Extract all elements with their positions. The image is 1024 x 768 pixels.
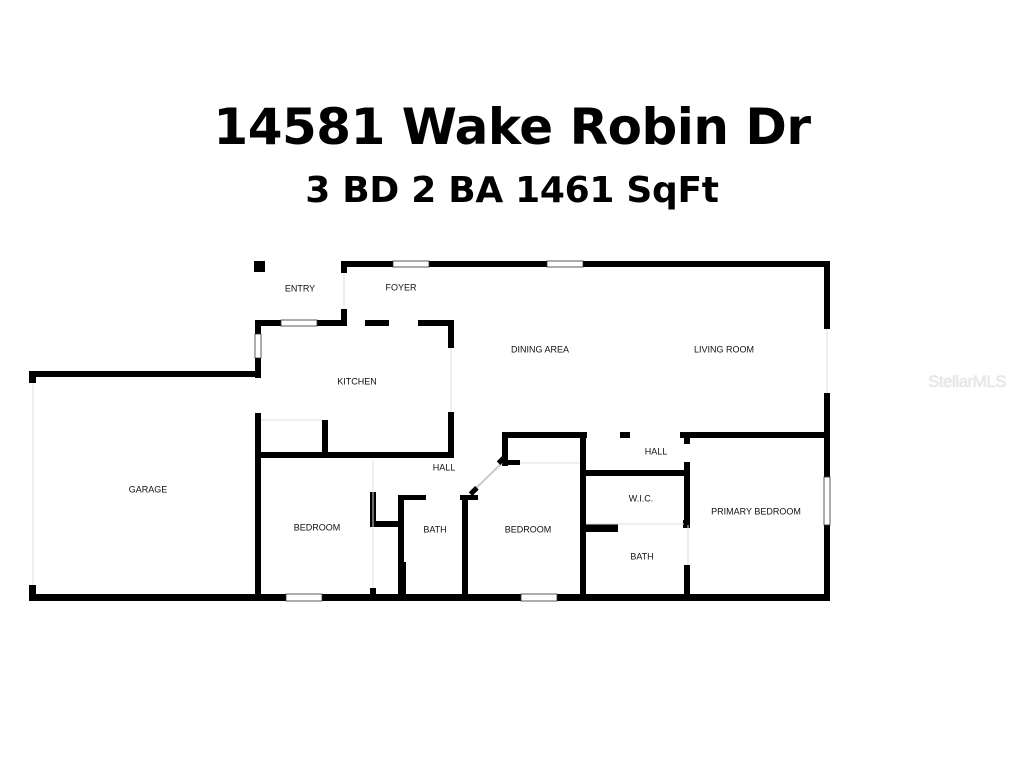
room-label-hall: HALL bbox=[433, 462, 456, 472]
room-label-entry: ENTRY bbox=[285, 283, 315, 293]
room-label-primary-bedroom: PRIMARY BEDROOM bbox=[711, 506, 801, 516]
walls bbox=[29, 261, 830, 601]
room-label-hall-2: HALL bbox=[645, 446, 668, 456]
room-label-foyer: FOYER bbox=[385, 282, 417, 292]
room-label-bath-2: BATH bbox=[630, 551, 653, 561]
room-label-bath: BATH bbox=[423, 524, 446, 534]
room-label-garage: GARAGE bbox=[129, 484, 168, 494]
property-address: 14581 Wake Robin Dr bbox=[213, 98, 811, 156]
room-label-wic: W.I.C. bbox=[629, 493, 654, 503]
room-label-bedroom: BEDROOM bbox=[294, 522, 341, 532]
property-specs: 3 BD 2 BA 1461 SqFt bbox=[305, 170, 719, 211]
room-label-living: LIVING ROOM bbox=[694, 344, 754, 354]
watermark: StellarMLS bbox=[928, 372, 1007, 391]
windows bbox=[254, 260, 831, 602]
openings bbox=[32, 273, 828, 588]
room-label-kitchen: KITCHEN bbox=[337, 376, 377, 386]
room-label-dining: DINING AREA bbox=[511, 344, 569, 354]
room-label-bedroom-2: BEDROOM bbox=[505, 524, 552, 534]
